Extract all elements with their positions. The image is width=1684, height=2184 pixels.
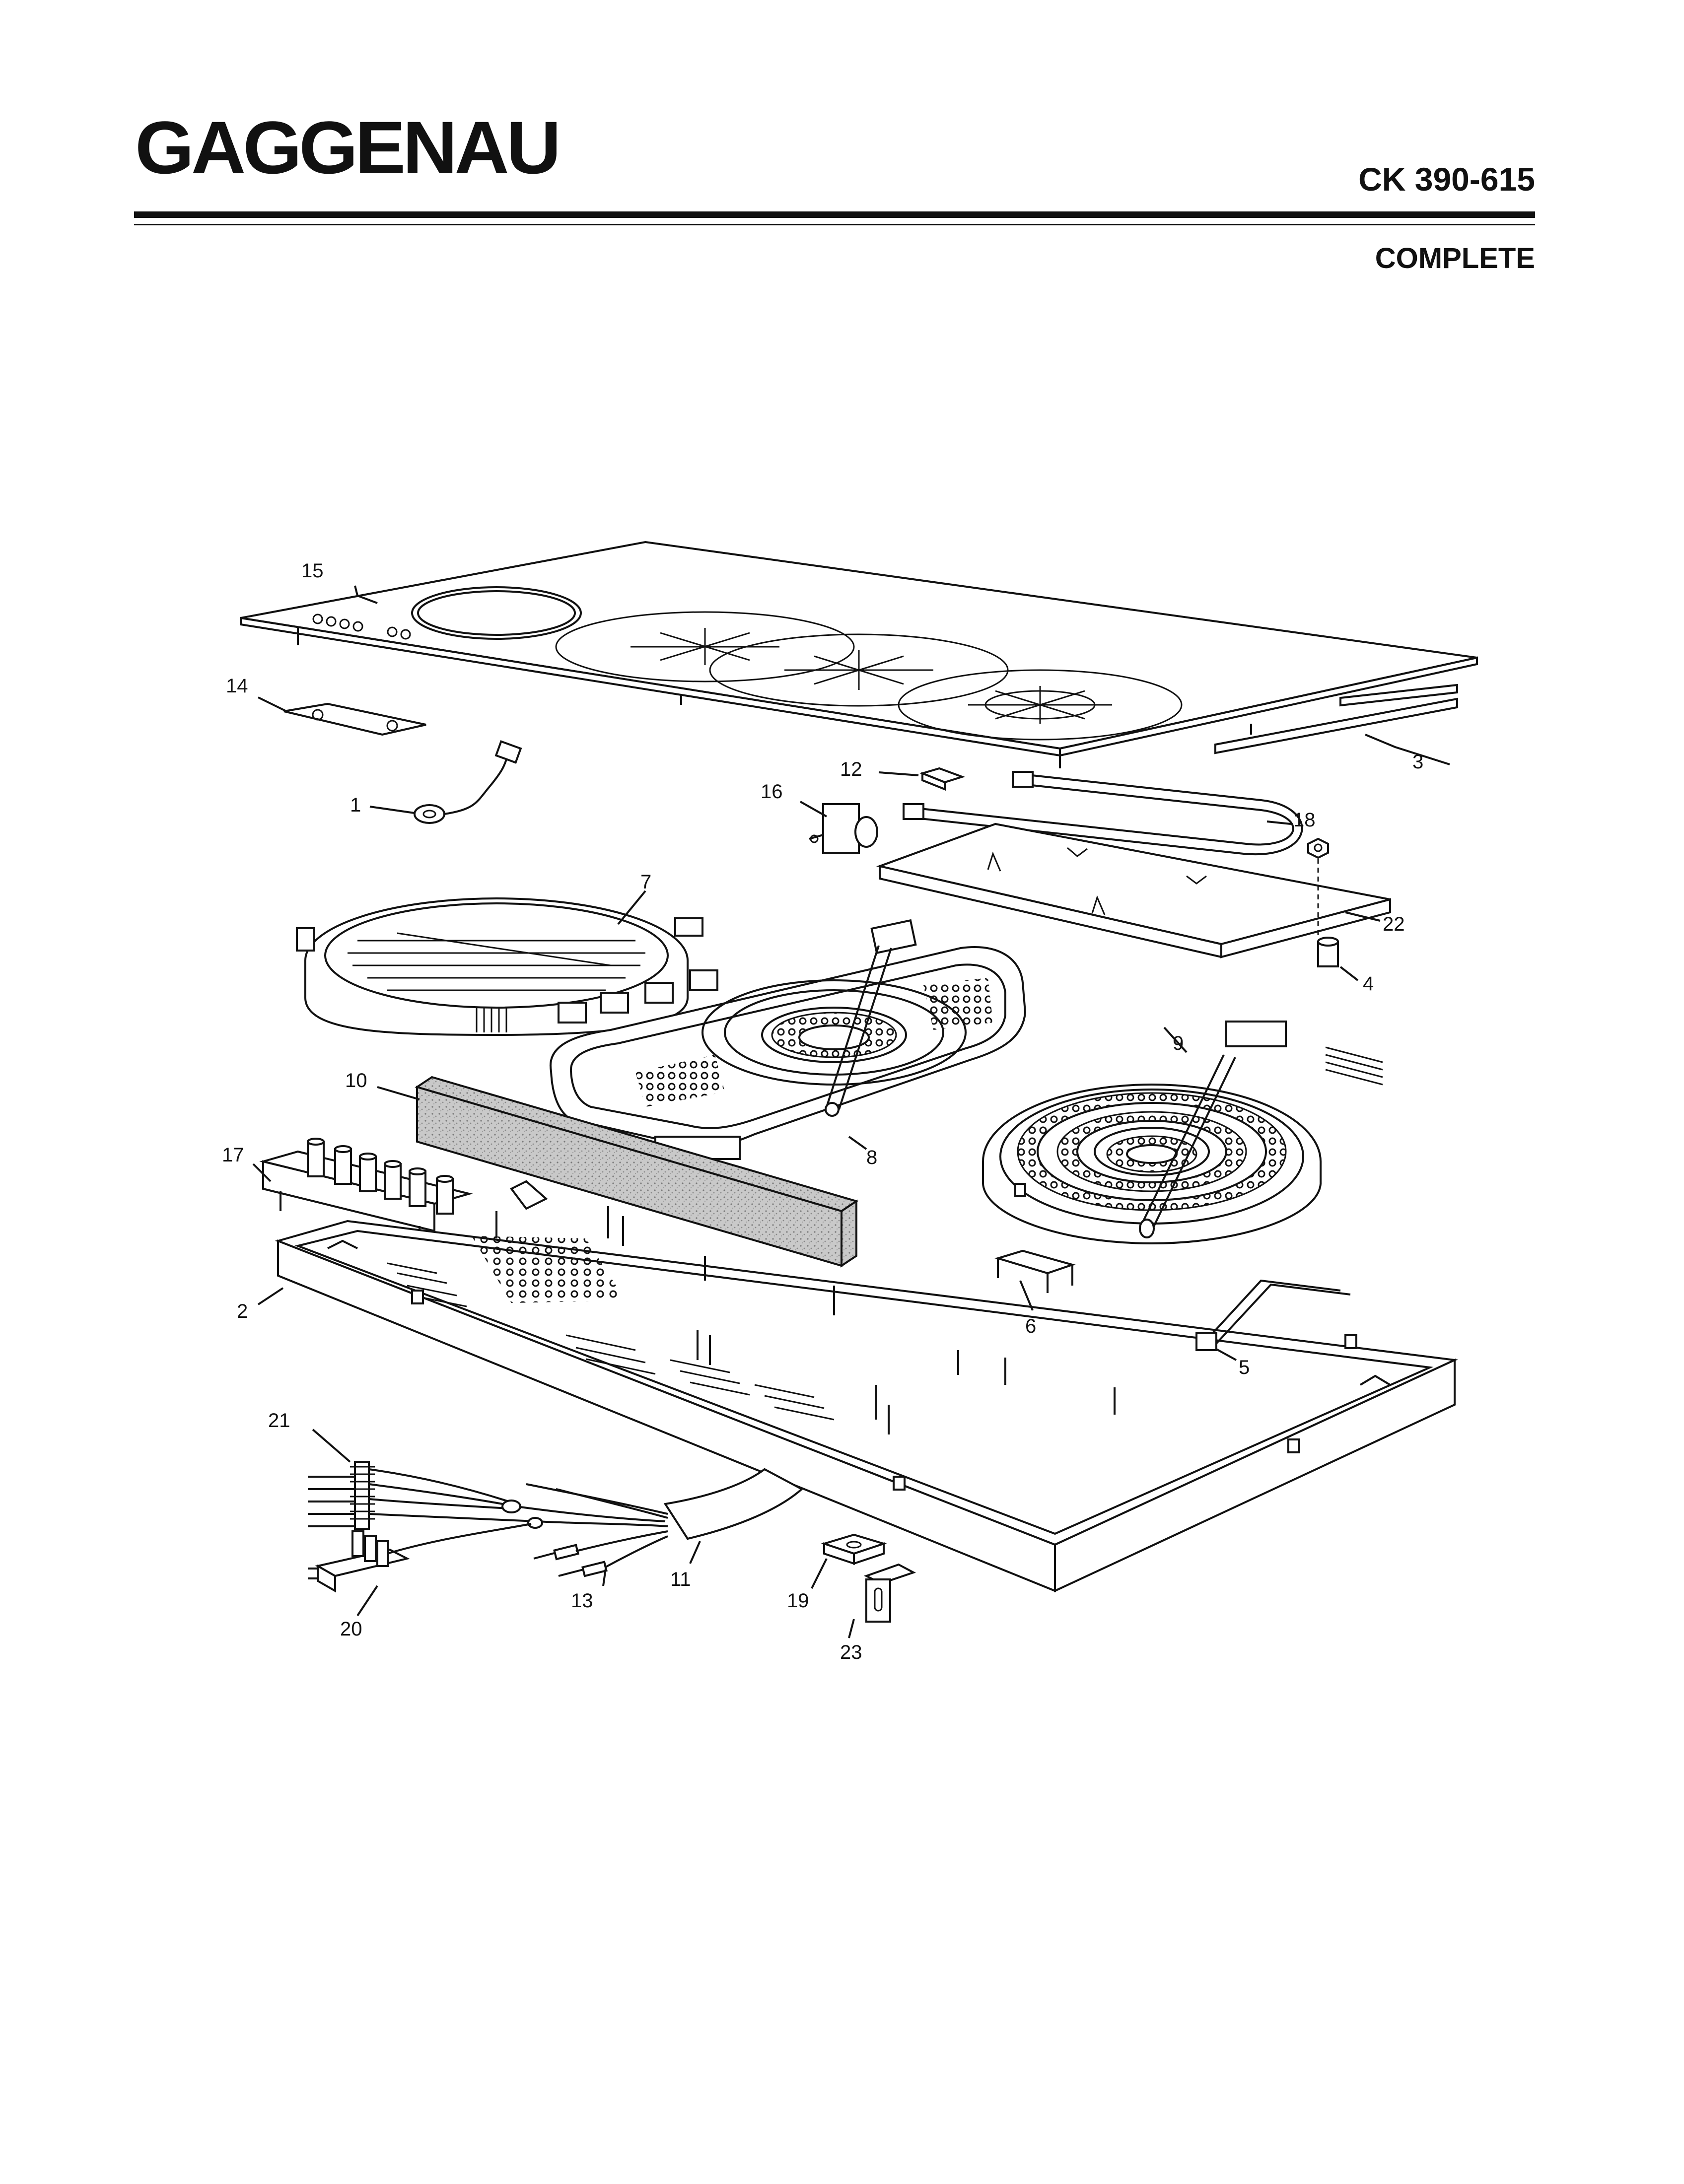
callout-22: 22 <box>1383 913 1405 935</box>
part-1-ground-cable <box>414 740 522 824</box>
callout-6: 6 <box>1025 1315 1036 1337</box>
part-4-spacer <box>1317 937 1339 967</box>
callout-13: 13 <box>571 1590 593 1612</box>
part-16-switch <box>809 803 878 854</box>
brand-logo: GAGGENAU <box>135 106 561 189</box>
part-8-oval-hotplate <box>549 919 1027 1160</box>
part-11-cable-sheath <box>663 1468 804 1540</box>
callout-23: 23 <box>840 1641 862 1663</box>
callout-1: 1 <box>350 794 361 816</box>
part-15-glass-top <box>240 541 1478 768</box>
part-9-round-hotplate <box>982 1021 1383 1245</box>
callout-11: 11 <box>670 1569 691 1590</box>
callout-2: 2 <box>237 1300 248 1322</box>
part-14-bracket-plate <box>283 702 426 736</box>
header-rule-thin <box>134 224 1535 225</box>
part-22-base-plate <box>876 822 1391 958</box>
part-7-hotplate-frame <box>296 897 718 1036</box>
part-12-clip <box>919 767 966 791</box>
part-19-clip <box>821 1533 887 1565</box>
part-6-support-bracket <box>994 1249 1076 1293</box>
callout-15: 15 <box>301 560 324 582</box>
section-title: COMPLETE <box>1375 242 1535 274</box>
callout-18: 18 <box>1293 809 1316 831</box>
part-23-clip <box>863 1563 916 1623</box>
leader-lines <box>252 585 1450 1638</box>
part-21-terminal-strip <box>308 1461 668 1530</box>
callout-14: 14 <box>226 675 248 697</box>
part-18-heating-rod <box>903 771 1303 856</box>
callout-labels: 15 14 1 3 12 16 18 22 4 7 9 8 10 17 2 6 … <box>222 560 1423 1663</box>
callout-21: 21 <box>268 1410 290 1432</box>
callout-8: 8 <box>866 1147 877 1168</box>
callout-17: 17 <box>222 1144 244 1166</box>
part-13-wire-ends <box>533 1530 668 1577</box>
part-5-sensor-strip <box>1195 1279 1351 1351</box>
callout-4: 4 <box>1363 973 1374 995</box>
callout-10: 10 <box>345 1070 367 1092</box>
part-10-insulation-block <box>415 1076 859 1268</box>
model-number: CK 390-615 <box>1358 161 1535 198</box>
callout-3: 3 <box>1412 751 1423 773</box>
callout-7: 7 <box>640 871 651 893</box>
callout-12: 12 <box>840 758 862 780</box>
callout-20: 20 <box>340 1618 362 1640</box>
part-20-connector <box>308 1523 532 1593</box>
header-rule <box>134 211 1535 218</box>
callout-19: 19 <box>787 1590 809 1612</box>
part-2-bottom-tray <box>275 1180 1459 1593</box>
part-3-trim-strip <box>1214 683 1458 754</box>
callout-5: 5 <box>1239 1357 1250 1378</box>
callout-16: 16 <box>761 781 783 803</box>
callout-9: 9 <box>1173 1032 1184 1054</box>
